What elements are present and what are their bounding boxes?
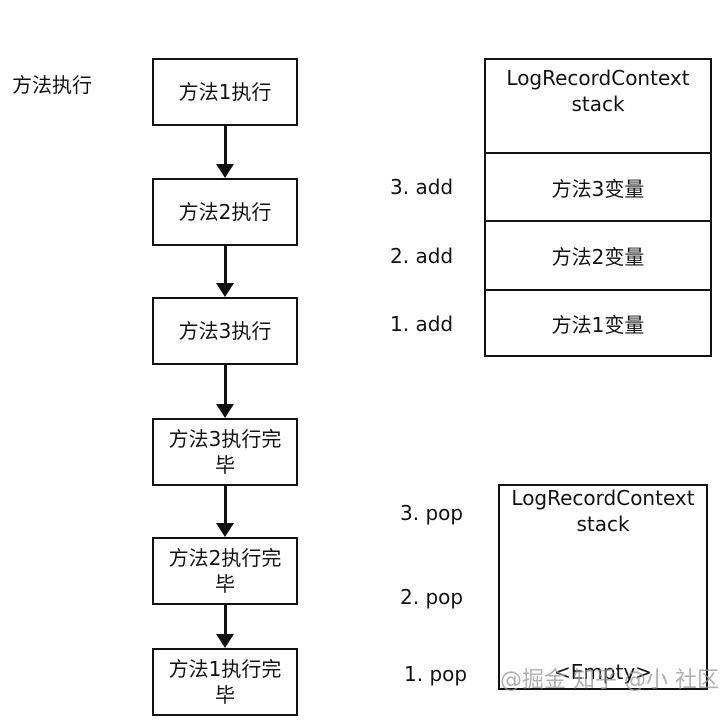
flow-label: 方法执行 [12, 73, 92, 97]
watermark: @掘金 知乎 @小 社区 [500, 668, 719, 693]
op-add-2: 2. add [390, 244, 454, 268]
op-add-1: 1. add [390, 312, 454, 336]
flow-arrow-4 [215, 486, 235, 537]
stack-push-cell-3: 方法3变量 [486, 152, 710, 220]
flow-step-6-text-2: 毕 [214, 683, 235, 707]
flow-step-6: 方法1执行完毕 [152, 648, 298, 716]
flow-step-4: 方法3执行完毕 [152, 418, 298, 486]
flow-step-5-text-2: 毕 [214, 572, 235, 596]
stack-pop-subtitle: stack [576, 512, 630, 536]
flow-step-6-text: 方法1执行完 [168, 657, 282, 681]
flow-step-1-text: 方法1执行 [178, 80, 272, 104]
stack-push-cell-1: 方法1变量 [486, 289, 710, 355]
stack-push: LogRecordContext stack 方法3变量 方法2变量 方法1变量 [484, 58, 712, 357]
flow-step-3: 方法3执行 [152, 297, 298, 365]
flow-arrow-1 [215, 126, 235, 178]
stack-push-title: LogRecordContext [506, 66, 690, 90]
flow-step-2-text: 方法2执行 [178, 200, 272, 224]
stack-pop: LogRecordContext stack <Empty> [498, 484, 708, 690]
flow-step-4-text-2: 毕 [214, 453, 235, 477]
flow-step-1: 方法1执行 [152, 58, 298, 126]
stack-pop-title: LogRecordContext [511, 486, 695, 510]
flow-arrow-3 [215, 365, 235, 418]
flow-step-2: 方法2执行 [152, 178, 298, 246]
flow-step-4-text: 方法3执行完 [168, 427, 282, 451]
op-pop-3: 3. pop [400, 501, 464, 525]
op-pop-2: 2. pop [400, 585, 464, 609]
stack-push-cell-2: 方法2变量 [486, 220, 710, 289]
flow-step-5-text: 方法2执行完 [168, 546, 282, 570]
stack-push-subtitle: stack [571, 92, 625, 116]
stack-pop-empty: <Empty> [553, 660, 652, 684]
flow-arrow-2 [215, 246, 235, 297]
op-add-3: 3. add [390, 175, 454, 199]
flow-step-5: 方法2执行完毕 [152, 537, 298, 605]
op-pop-1: 1. pop [404, 662, 468, 686]
flow-step-3-text: 方法3执行 [178, 319, 272, 343]
flow-arrow-5 [215, 605, 235, 648]
